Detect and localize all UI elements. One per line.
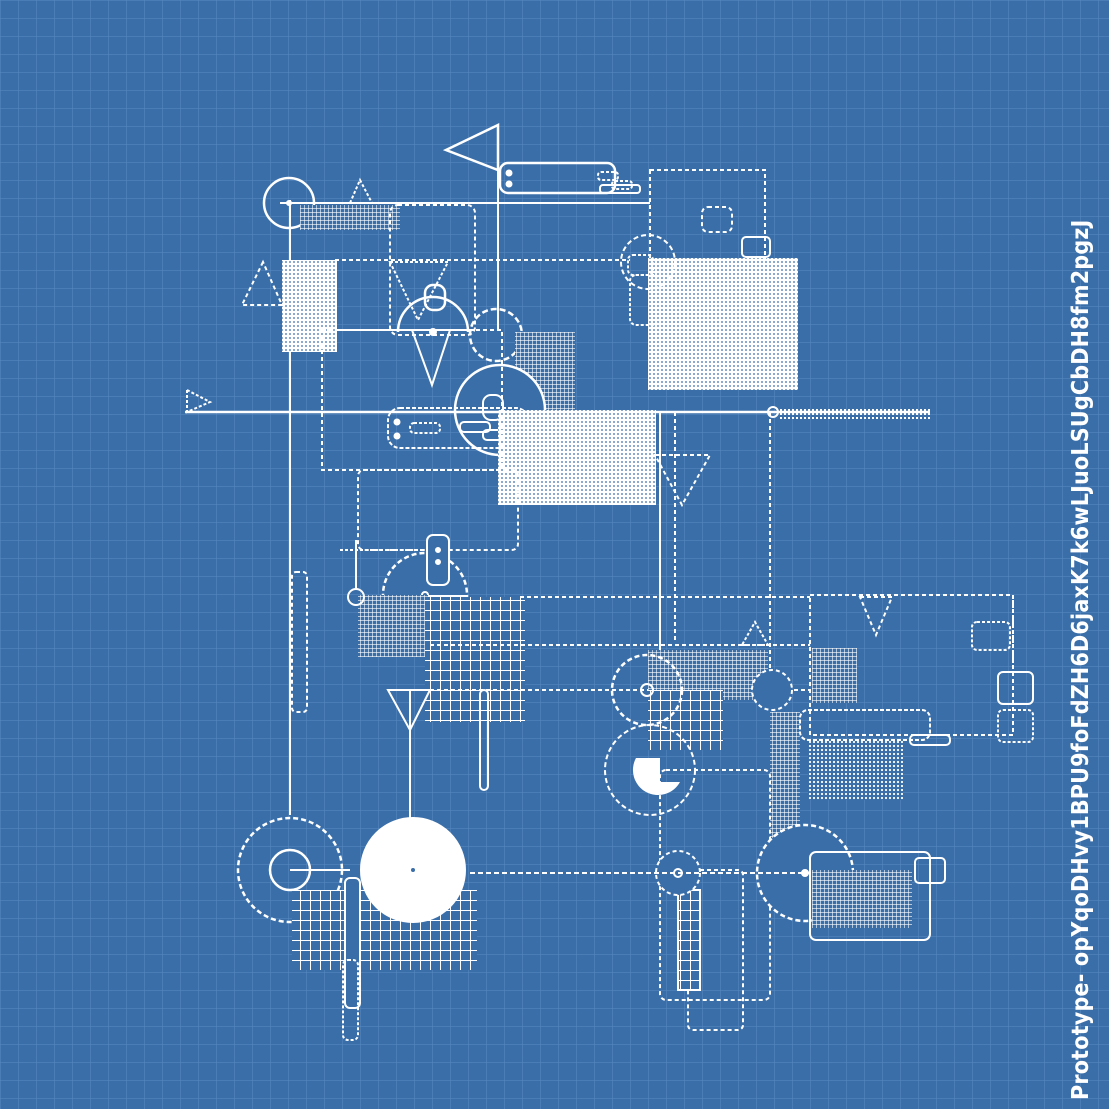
dot-block-right <box>648 258 798 390</box>
coarse-mesh-left <box>425 597 525 722</box>
blueprint-drawing <box>185 123 1034 1041</box>
dot-block-center <box>498 410 656 505</box>
top-mesh-strip <box>300 205 400 230</box>
top-capsule <box>498 161 617 195</box>
dot-block-left <box>282 260 337 352</box>
mid-capsule <box>387 407 529 449</box>
prototype-id-label: Prototype- opYqoDHvy1BPU9foFdZH6D6jaxK7k… <box>1068 219 1094 1100</box>
